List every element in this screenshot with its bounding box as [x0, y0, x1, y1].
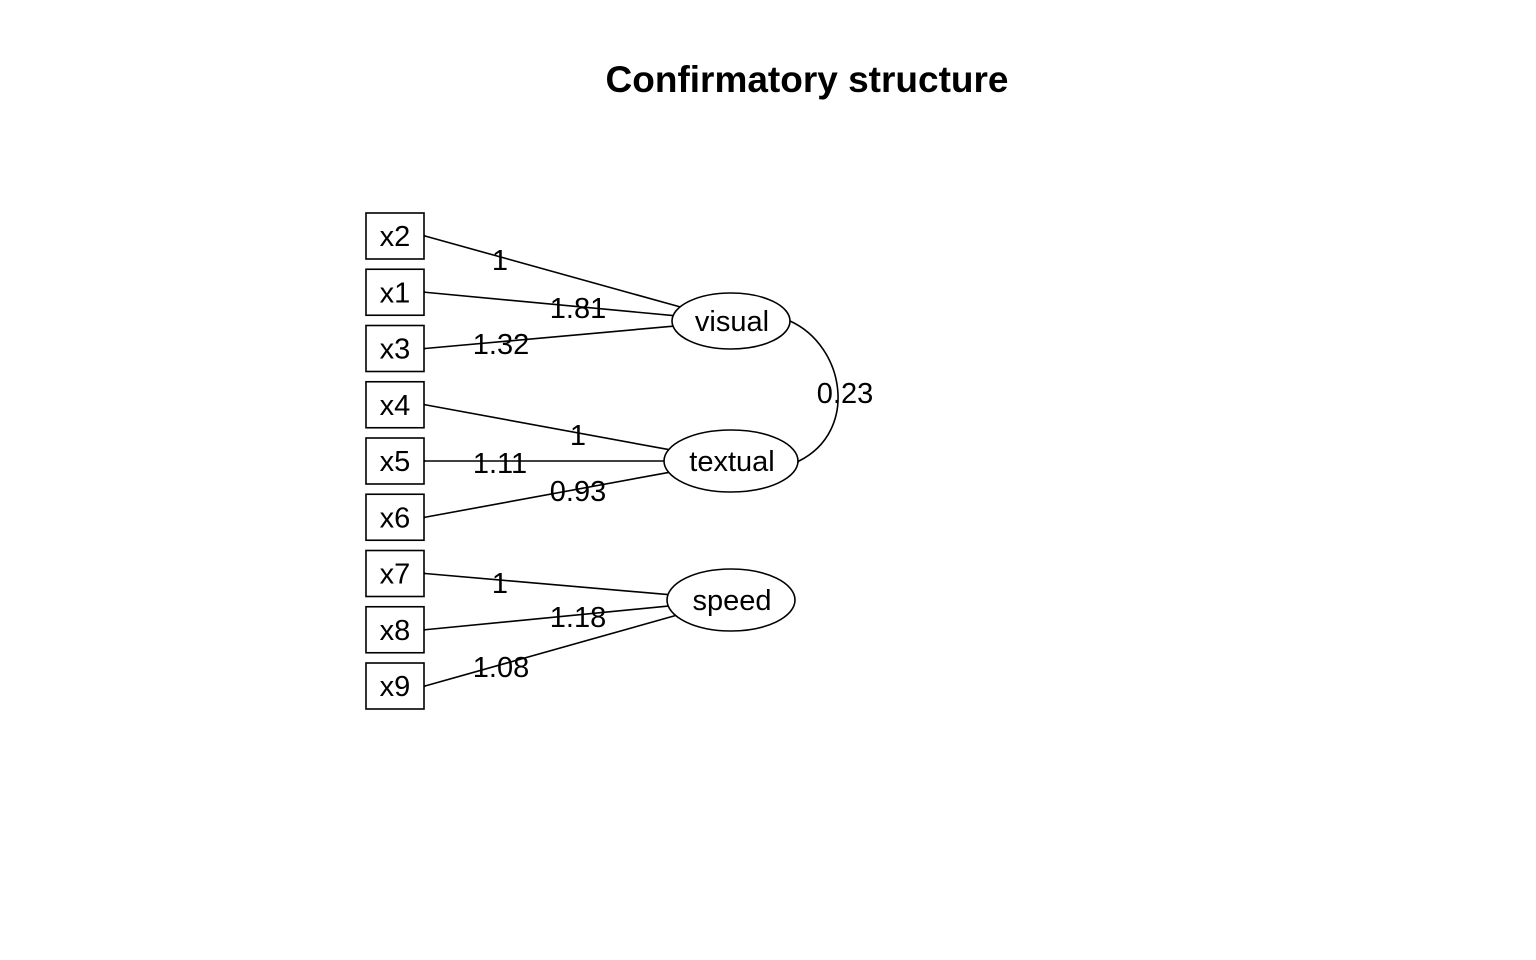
latent-ellipse: [671, 292, 791, 350]
loading-edge-textual-x6: [425, 471, 669, 517]
loading-edge-speed-x8: [425, 605, 669, 630]
loading-label-speed-x8: 1.18: [550, 602, 606, 634]
observed-node-x9: x9: [365, 662, 425, 710]
latent-ellipse: [666, 568, 796, 632]
observed-node-x3: x3: [365, 324, 425, 373]
covariance-label-visual-textual: 0.23: [817, 378, 873, 410]
observed-node-x4: x4: [365, 380, 425, 429]
loading-edge-visual-x1: [425, 292, 674, 317]
loading-edge-speed-x7: [425, 574, 669, 596]
latent-node-visual: visual: [671, 292, 791, 350]
observed-node-x7: x7: [365, 549, 425, 598]
diagram-title: Confirmatory structure: [606, 59, 1009, 100]
loading-label-visual-x1: 1.81: [550, 293, 606, 325]
loading-label-textual-x5: 1.11: [473, 448, 527, 480]
observed-label: x6: [380, 502, 411, 534]
latent-label: textual: [689, 446, 774, 478]
observed-label: x8: [380, 615, 411, 647]
observed-label: x9: [380, 671, 411, 703]
observed-box: [365, 212, 425, 260]
edges-layer: [425, 236, 839, 686]
observed-label: x7: [380, 559, 411, 591]
latent-node-textual: textual: [663, 429, 799, 493]
observed-node-x2: x2: [365, 212, 425, 260]
observed-box: [365, 324, 425, 373]
loading-edge-textual-x4: [425, 405, 669, 451]
labels-layer: 1 1.81 1.32 1 1.11 0.93 1 1.18 1.08 0.23: [473, 245, 873, 684]
observed-node-x1: x1: [365, 268, 425, 317]
loading-label-textual-x4: 1: [570, 420, 586, 452]
latent-label: visual: [695, 306, 769, 338]
observed-box: [365, 437, 425, 485]
observed-box: [365, 662, 425, 710]
observed-label: x3: [380, 334, 411, 366]
loading-edge-visual-x2: [425, 236, 681, 308]
observed-node-x8: x8: [365, 605, 425, 654]
loading-edge-speed-x9: [425, 614, 676, 686]
observed-box: [365, 493, 425, 542]
observed-label: x4: [380, 390, 411, 422]
observed-label: x2: [380, 221, 411, 253]
nodes-layer: x2 x1 x3 x4 x5 x6 x7 x8 x9 visual textual speed: [365, 212, 799, 710]
latent-label: speed: [692, 585, 771, 617]
latent-node-speed: speed: [666, 568, 796, 632]
loading-label-speed-x9: 1.08: [473, 652, 529, 684]
observed-box: [365, 268, 425, 317]
loading-edge-visual-x3: [425, 325, 674, 348]
loading-label-visual-x3: 1.32: [473, 329, 529, 361]
observed-node-x6: x6: [365, 493, 425, 542]
loading-label-textual-x6: 0.93: [550, 476, 606, 508]
observed-label: x5: [380, 446, 411, 478]
loading-label-visual-x2: 1: [492, 245, 508, 277]
latent-ellipse: [663, 429, 799, 493]
observed-box: [365, 549, 425, 598]
observed-box: [365, 605, 425, 654]
observed-label: x1: [380, 277, 411, 309]
covariance-edge-visual-textual: [790, 321, 839, 461]
loading-label-speed-x7: 1: [492, 568, 508, 600]
observed-box: [365, 380, 425, 429]
observed-node-x5: x5: [365, 437, 425, 485]
